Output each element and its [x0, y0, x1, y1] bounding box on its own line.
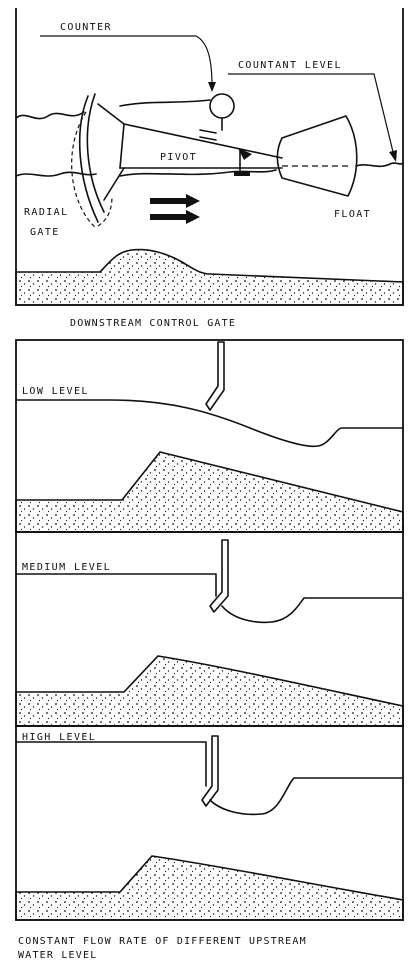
countant-level-arrowhead: [389, 150, 397, 162]
panel-high-gate: [201, 735, 219, 807]
float-body: [276, 115, 358, 197]
counter-leader-line: [40, 35, 213, 87]
top-riverbed: [15, 248, 404, 306]
top-caption: DOWNSTREAM CONTROL GATE: [70, 318, 236, 329]
radial-gate-arm-vertical: [119, 123, 125, 169]
pivot-label: PIVOT: [160, 152, 197, 163]
radial-gate-arm-top: [97, 103, 125, 125]
radial-gate-arm-bottom: [103, 167, 125, 201]
counterweight-plate-1: [199, 129, 217, 134]
panel-medium-water-surface: [15, 573, 217, 597]
panel-medium-jump: [221, 597, 404, 624]
counterweight-plate-2: [199, 136, 217, 141]
panel-low-gate: [205, 341, 225, 411]
panel-medium-label: MEDIUM LEVEL: [22, 562, 111, 573]
panel-low-bed: [15, 451, 404, 533]
countant-level-label: COUNTANT LEVEL: [238, 60, 342, 71]
bottom-caption-line2: WATER LEVEL: [18, 950, 97, 961]
counterweight-ball: [209, 93, 235, 119]
panel-high-label: HIGH LEVEL: [22, 732, 96, 743]
float-label: FLOAT: [334, 209, 371, 220]
panel-high-bed: [15, 855, 404, 921]
lever-beam-top: [123, 123, 283, 159]
top-frame: [15, 8, 404, 306]
radial-gate-arc: [78, 95, 99, 223]
panel-low-label: LOW LEVEL: [22, 386, 89, 397]
panel-medium-bed: [15, 655, 404, 727]
panel-low-water-surface: [15, 399, 404, 448]
radial-gate-arc-inner: [86, 93, 105, 213]
bottom-caption-line1: CONSTANT FLOW RATE OF DIFFERENT UPSTREAM: [18, 936, 307, 947]
panel-medium-level: MEDIUM LEVEL: [15, 531, 404, 727]
panel-low-level: LOW LEVEL: [15, 339, 404, 533]
downstream-control-gate-diagram: COUNTER COUNTANT LEVEL PIVOT RADIAL GATE…: [15, 8, 404, 329]
countant-level-leader-line: [228, 73, 395, 157]
radial-gate-dashed-position: [71, 111, 113, 229]
panel-high-jump: [209, 777, 404, 816]
flow-arrow-1: [150, 194, 200, 208]
counter-leader-arrowhead: [208, 82, 216, 92]
flow-arrow-2: [150, 210, 200, 224]
gate-label: GATE: [30, 227, 60, 238]
radial-label: RADIAL: [24, 207, 69, 218]
pivot-joint: [238, 148, 252, 160]
pivot-base: [234, 172, 250, 176]
mid-water-surface: [119, 99, 211, 107]
panel-high-level: HIGH LEVEL: [15, 725, 404, 921]
panel-high-water-surface: [15, 741, 207, 787]
counter-label: COUNTER: [60, 22, 112, 33]
panel-medium-gate: [209, 539, 229, 613]
downstream-water-surface: [15, 162, 404, 177]
upstream-water-surface: [15, 111, 85, 120]
